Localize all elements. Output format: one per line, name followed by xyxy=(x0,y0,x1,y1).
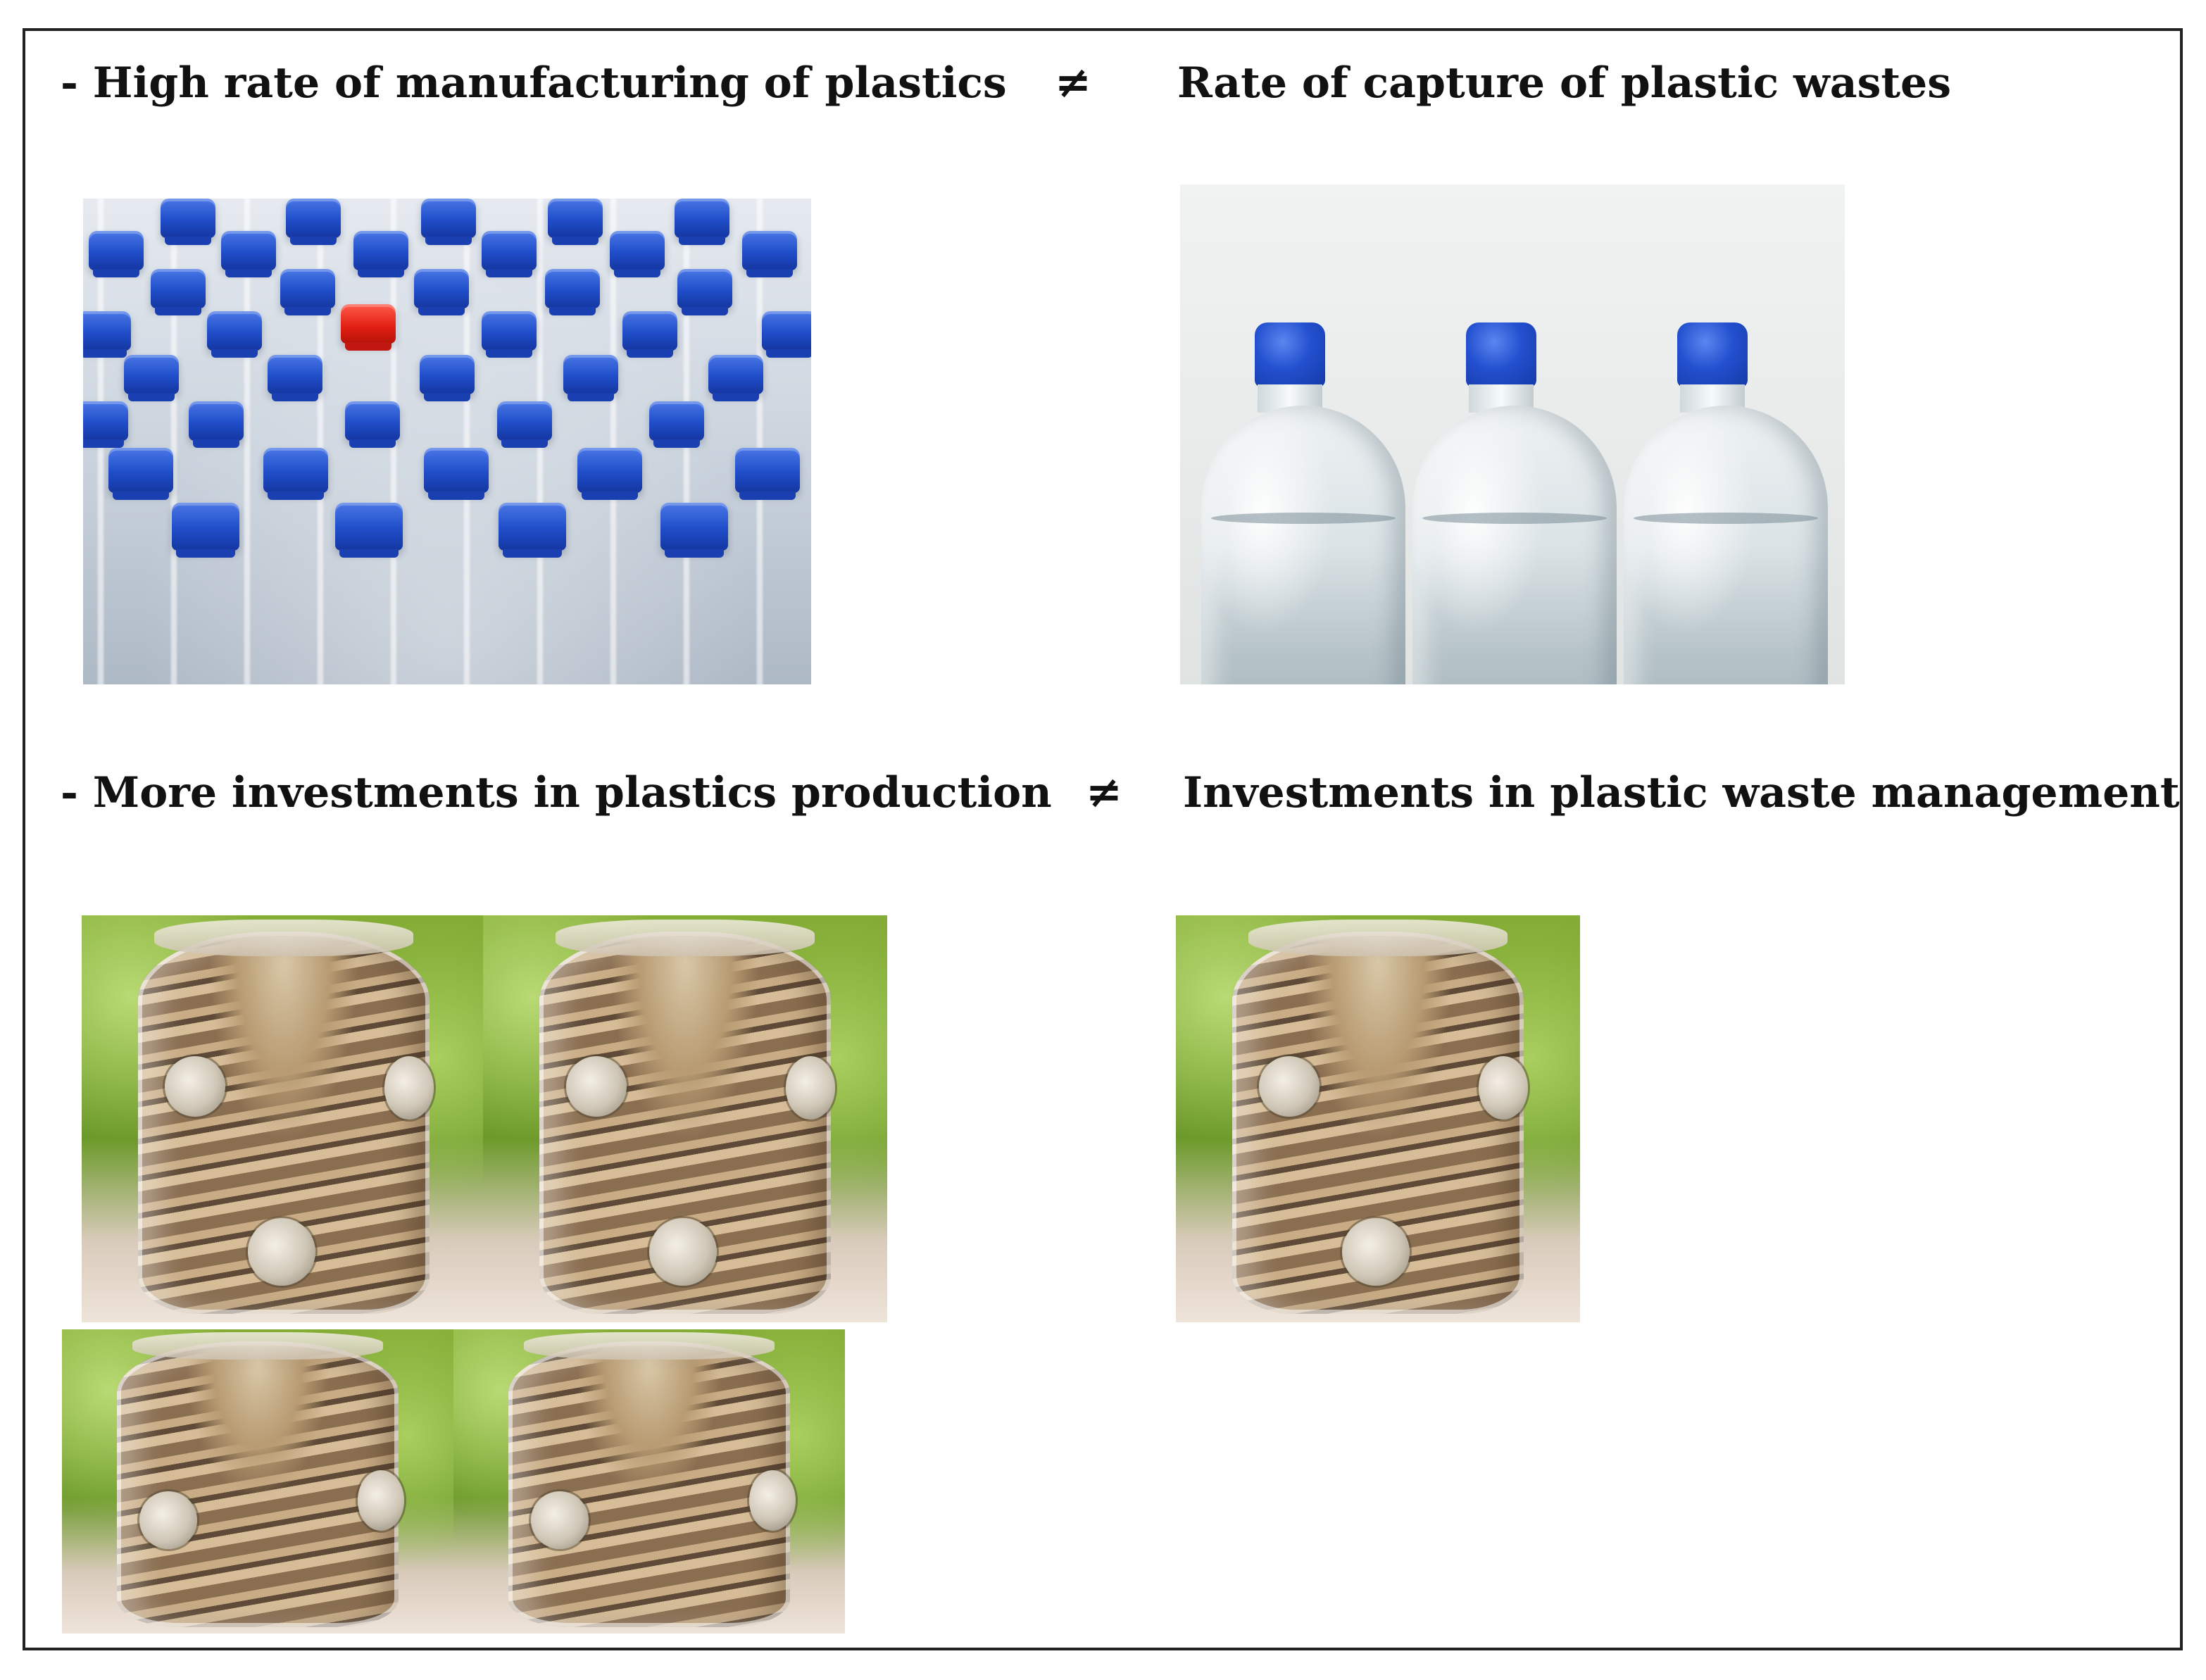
bottle-cap xyxy=(221,231,276,277)
not-equal-symbol-2: ≠ xyxy=(1086,766,1122,817)
bottle-cap xyxy=(207,311,262,358)
bottle-cap xyxy=(622,311,677,358)
bottle-cap xyxy=(420,355,475,401)
waste-management-investment-label: Investments in plastic waste management xyxy=(1183,768,2180,817)
coin-icon xyxy=(384,1056,434,1120)
bottle-cap xyxy=(424,448,489,500)
bottle-cap xyxy=(108,448,173,500)
bottle-cap xyxy=(263,448,328,500)
coin-jar-image xyxy=(82,915,486,1322)
bottle-cap xyxy=(482,231,537,277)
blue-cap-icon xyxy=(1466,322,1536,387)
bottle-cap xyxy=(735,448,800,500)
coin-icon xyxy=(1259,1056,1320,1117)
bottle-cap xyxy=(421,199,476,245)
water-bottle xyxy=(1624,322,1828,684)
bottle-cap xyxy=(83,311,131,358)
coin-icon xyxy=(139,1491,197,1549)
bottle-cap xyxy=(499,503,566,558)
not-equal-symbol-1: ≠ xyxy=(1055,56,1091,108)
coin-jar-image xyxy=(453,1329,845,1634)
bottle-cap xyxy=(189,401,244,448)
bottle-cap xyxy=(762,311,811,358)
bottle-cap xyxy=(353,231,408,277)
bottle-cap xyxy=(649,401,704,448)
coin-icon xyxy=(1342,1218,1410,1286)
bottle-cap xyxy=(708,355,763,401)
bottle-cap xyxy=(610,231,665,277)
bottle-cap xyxy=(286,199,341,245)
bottle-cap xyxy=(660,503,728,558)
capture-rate-label: Rate of capture of plastic wastes xyxy=(1177,58,1952,108)
bottle-cap xyxy=(545,269,600,315)
blue-cap-icon xyxy=(1255,322,1325,387)
coin-icon xyxy=(531,1491,589,1549)
bottle-cap xyxy=(124,355,179,401)
bottle-cap xyxy=(563,355,618,401)
bottle-cap xyxy=(89,231,144,277)
bottle-cap xyxy=(548,199,603,245)
red-bottle-cap xyxy=(341,304,396,351)
bottle-cap xyxy=(577,448,642,500)
bottle-cap xyxy=(83,401,128,448)
coin-jar-image xyxy=(62,1329,453,1634)
many-bottles-image xyxy=(83,199,811,684)
coin-jar-image xyxy=(483,915,887,1322)
coin-icon xyxy=(566,1056,627,1117)
bottle-cap xyxy=(151,269,206,315)
coin-icon xyxy=(165,1056,225,1117)
three-bottles-image xyxy=(1180,184,1845,684)
coin-icon xyxy=(749,1470,796,1531)
manufacturing-rate-label: - High rate of manufacturing of plastics xyxy=(61,58,1007,108)
coin-icon xyxy=(786,1056,835,1120)
bottle-cap xyxy=(742,231,797,277)
bottle-cap xyxy=(345,401,400,448)
bottle-cap xyxy=(675,199,729,245)
bottle-cap xyxy=(677,269,732,315)
bottle-cap xyxy=(280,269,335,315)
coin-icon xyxy=(1479,1056,1528,1120)
bottle-cap xyxy=(497,401,552,448)
water-bottle xyxy=(1412,322,1617,684)
coin-icon xyxy=(358,1470,404,1531)
bottle-cap xyxy=(172,503,239,558)
bottle-cap xyxy=(414,269,469,315)
coin-icon xyxy=(649,1218,717,1286)
water-bottle xyxy=(1201,322,1405,684)
production-investment-label: - More investments in plastics productio… xyxy=(61,768,1052,817)
coin-jar-image xyxy=(1176,915,1580,1322)
coin-icon xyxy=(248,1218,315,1286)
bottle-cap xyxy=(268,355,322,401)
bottle-cap xyxy=(335,503,403,558)
bottle-cap xyxy=(161,199,215,245)
bottle-cap xyxy=(482,311,537,358)
blue-cap-icon xyxy=(1677,322,1748,387)
